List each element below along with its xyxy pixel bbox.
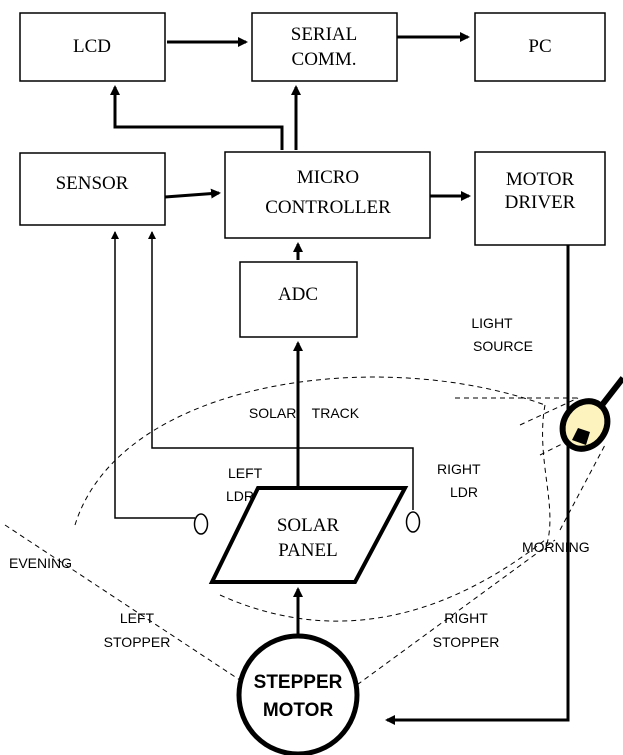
left-ldr-icon (195, 514, 208, 534)
motor-driver-label-line2: DRIVER (505, 192, 576, 213)
motor-driver-block: MOTOR DRIVER (475, 152, 605, 245)
connectors (115, 37, 568, 720)
left-stopper-ray (5, 525, 255, 690)
right-stopper-label-line2: STOPPER (433, 634, 500, 650)
sensor-block: SENSOR (20, 153, 165, 225)
pc-block: PC (475, 13, 605, 81)
micro-to-lcd-arrow (115, 87, 282, 150)
light-source-label-line1: LIGHT (471, 315, 513, 331)
light-source-lamp-icon (553, 378, 623, 458)
serial-comm-block: SERIAL COMM. (252, 13, 397, 81)
stepper-label-line2: MOTOR (263, 700, 334, 721)
stepper-label-line1: STEPPER (254, 672, 343, 693)
microcontroller-block: MICRO CONTROLLER (225, 152, 430, 238)
left-stopper-label-line1: LEFT (120, 610, 155, 626)
serial-label-line1: SERIAL (291, 24, 358, 45)
left-ldr-label-line2: LDR (226, 488, 254, 504)
sensor-to-micro-arrow (165, 193, 219, 197)
left-ldr-to-sensor-arrow (115, 232, 195, 518)
stepper-motor: STEPPER MOTOR (239, 636, 357, 754)
left-ldr-label-line1: LEFT (228, 465, 263, 481)
solar-track-label: SOLAR TRACK (249, 405, 360, 421)
motor-driver-label-line1: MOTOR (506, 169, 575, 190)
adc-label: ADC (278, 284, 318, 305)
solar-panel-label-line1: SOLAR (277, 515, 340, 536)
lcd-block: LCD (20, 13, 165, 81)
micro-label-line1: MICRO (297, 167, 359, 188)
right-ldr-label-line2: LDR (450, 484, 478, 500)
outer-sweep-arc-right (543, 405, 550, 550)
solar-panel-label-line2: PANEL (278, 540, 337, 561)
morning-label: MORNING (522, 539, 590, 555)
serial-label-line2: COMM. (292, 49, 357, 70)
lcd-label: LCD (73, 36, 111, 57)
left-stopper-label-line2: STOPPER (104, 634, 171, 650)
right-ldr-label-line1: RIGHT (437, 461, 481, 477)
right-ldr-icon (407, 512, 420, 532)
micro-label-line2: CONTROLLER (265, 197, 391, 218)
sensor-label: SENSOR (56, 173, 129, 194)
evening-label: EVENING (9, 555, 72, 571)
adc-block: ADC (240, 262, 357, 337)
light-source-label-line2: SOURCE (473, 338, 533, 354)
right-stopper-label-line1: RIGHT (444, 610, 488, 626)
pc-label: PC (528, 36, 551, 57)
